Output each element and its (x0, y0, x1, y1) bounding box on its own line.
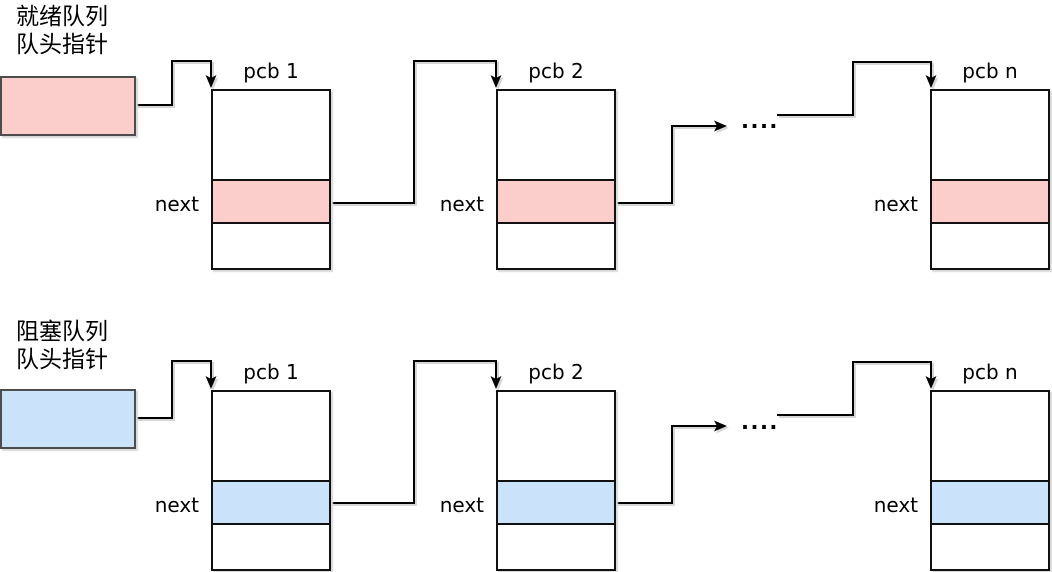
ellipsis-dots: .... (741, 109, 779, 133)
pcb-title: pcb n (962, 360, 1018, 384)
pcb-bottom-section (213, 525, 329, 569)
head-pointer-text: 队头指针 (16, 347, 108, 373)
blocked-queue-label: 阻塞队列 队头指针 (16, 318, 108, 374)
head-pointer-text: 队头指针 (16, 32, 108, 58)
blocked-head-pointer-link (135, 360, 217, 419)
ellipsis-dots: .... (741, 410, 779, 434)
pcb-title: pcb 2 (528, 360, 584, 384)
next-field-label: next (439, 492, 484, 517)
pcb-next-section (932, 179, 1048, 224)
next-field-label: next (154, 191, 199, 216)
pcb-next-section (932, 480, 1048, 525)
blocked-link-pcb2-ellipsis (616, 420, 727, 504)
blocked-pcb-1: pcb 1 next (155, 360, 331, 571)
pcb-title: pcb 1 (243, 59, 299, 83)
pcb-next-section (213, 179, 329, 224)
blocked-head-pointer-box (0, 389, 136, 449)
pcb-info-section (498, 392, 614, 480)
ready-head-pointer-link (135, 60, 217, 106)
ready-link-pcb2-ellipsis (616, 120, 727, 204)
pcb-bottom-section (932, 525, 1048, 569)
ready-pcb-2: pcb 2 next (440, 59, 616, 270)
next-field-label: next (439, 191, 484, 216)
ready-queue-label: 就绪队列 队头指针 (16, 3, 108, 59)
pcb-next-section (213, 480, 329, 525)
next-field-label: next (873, 492, 918, 517)
blocked-link-pcb1-pcb2 (331, 360, 502, 504)
blocked-link-ellipsis-pcbn (777, 361, 937, 416)
queue-name-text: 就绪队列 (16, 4, 108, 30)
pcb-info-section (932, 392, 1048, 480)
pcb-title: pcb 1 (243, 360, 299, 384)
blocked-pcb-2: pcb 2 next (440, 360, 616, 571)
queue-name-text: 阻塞队列 (16, 319, 108, 345)
pcb-next-section (498, 480, 614, 525)
ready-pcb-1: pcb 1 next (155, 59, 331, 270)
next-field-label: next (154, 492, 199, 517)
ready-link-ellipsis-pcbn (777, 61, 937, 116)
pcb-title: pcb 2 (528, 59, 584, 83)
ready-pcb-n: pcb n next (874, 59, 1050, 270)
pcb-bottom-section (498, 525, 614, 569)
ready-head-pointer-box (0, 76, 136, 136)
blocked-pcb-n: pcb n next (874, 360, 1050, 571)
pcb-title: pcb n (962, 59, 1018, 83)
next-field-label: next (873, 191, 918, 216)
pcb-next-section (498, 179, 614, 224)
ready-link-pcb1-pcb2 (331, 60, 502, 204)
pcb-info-section (213, 392, 329, 480)
